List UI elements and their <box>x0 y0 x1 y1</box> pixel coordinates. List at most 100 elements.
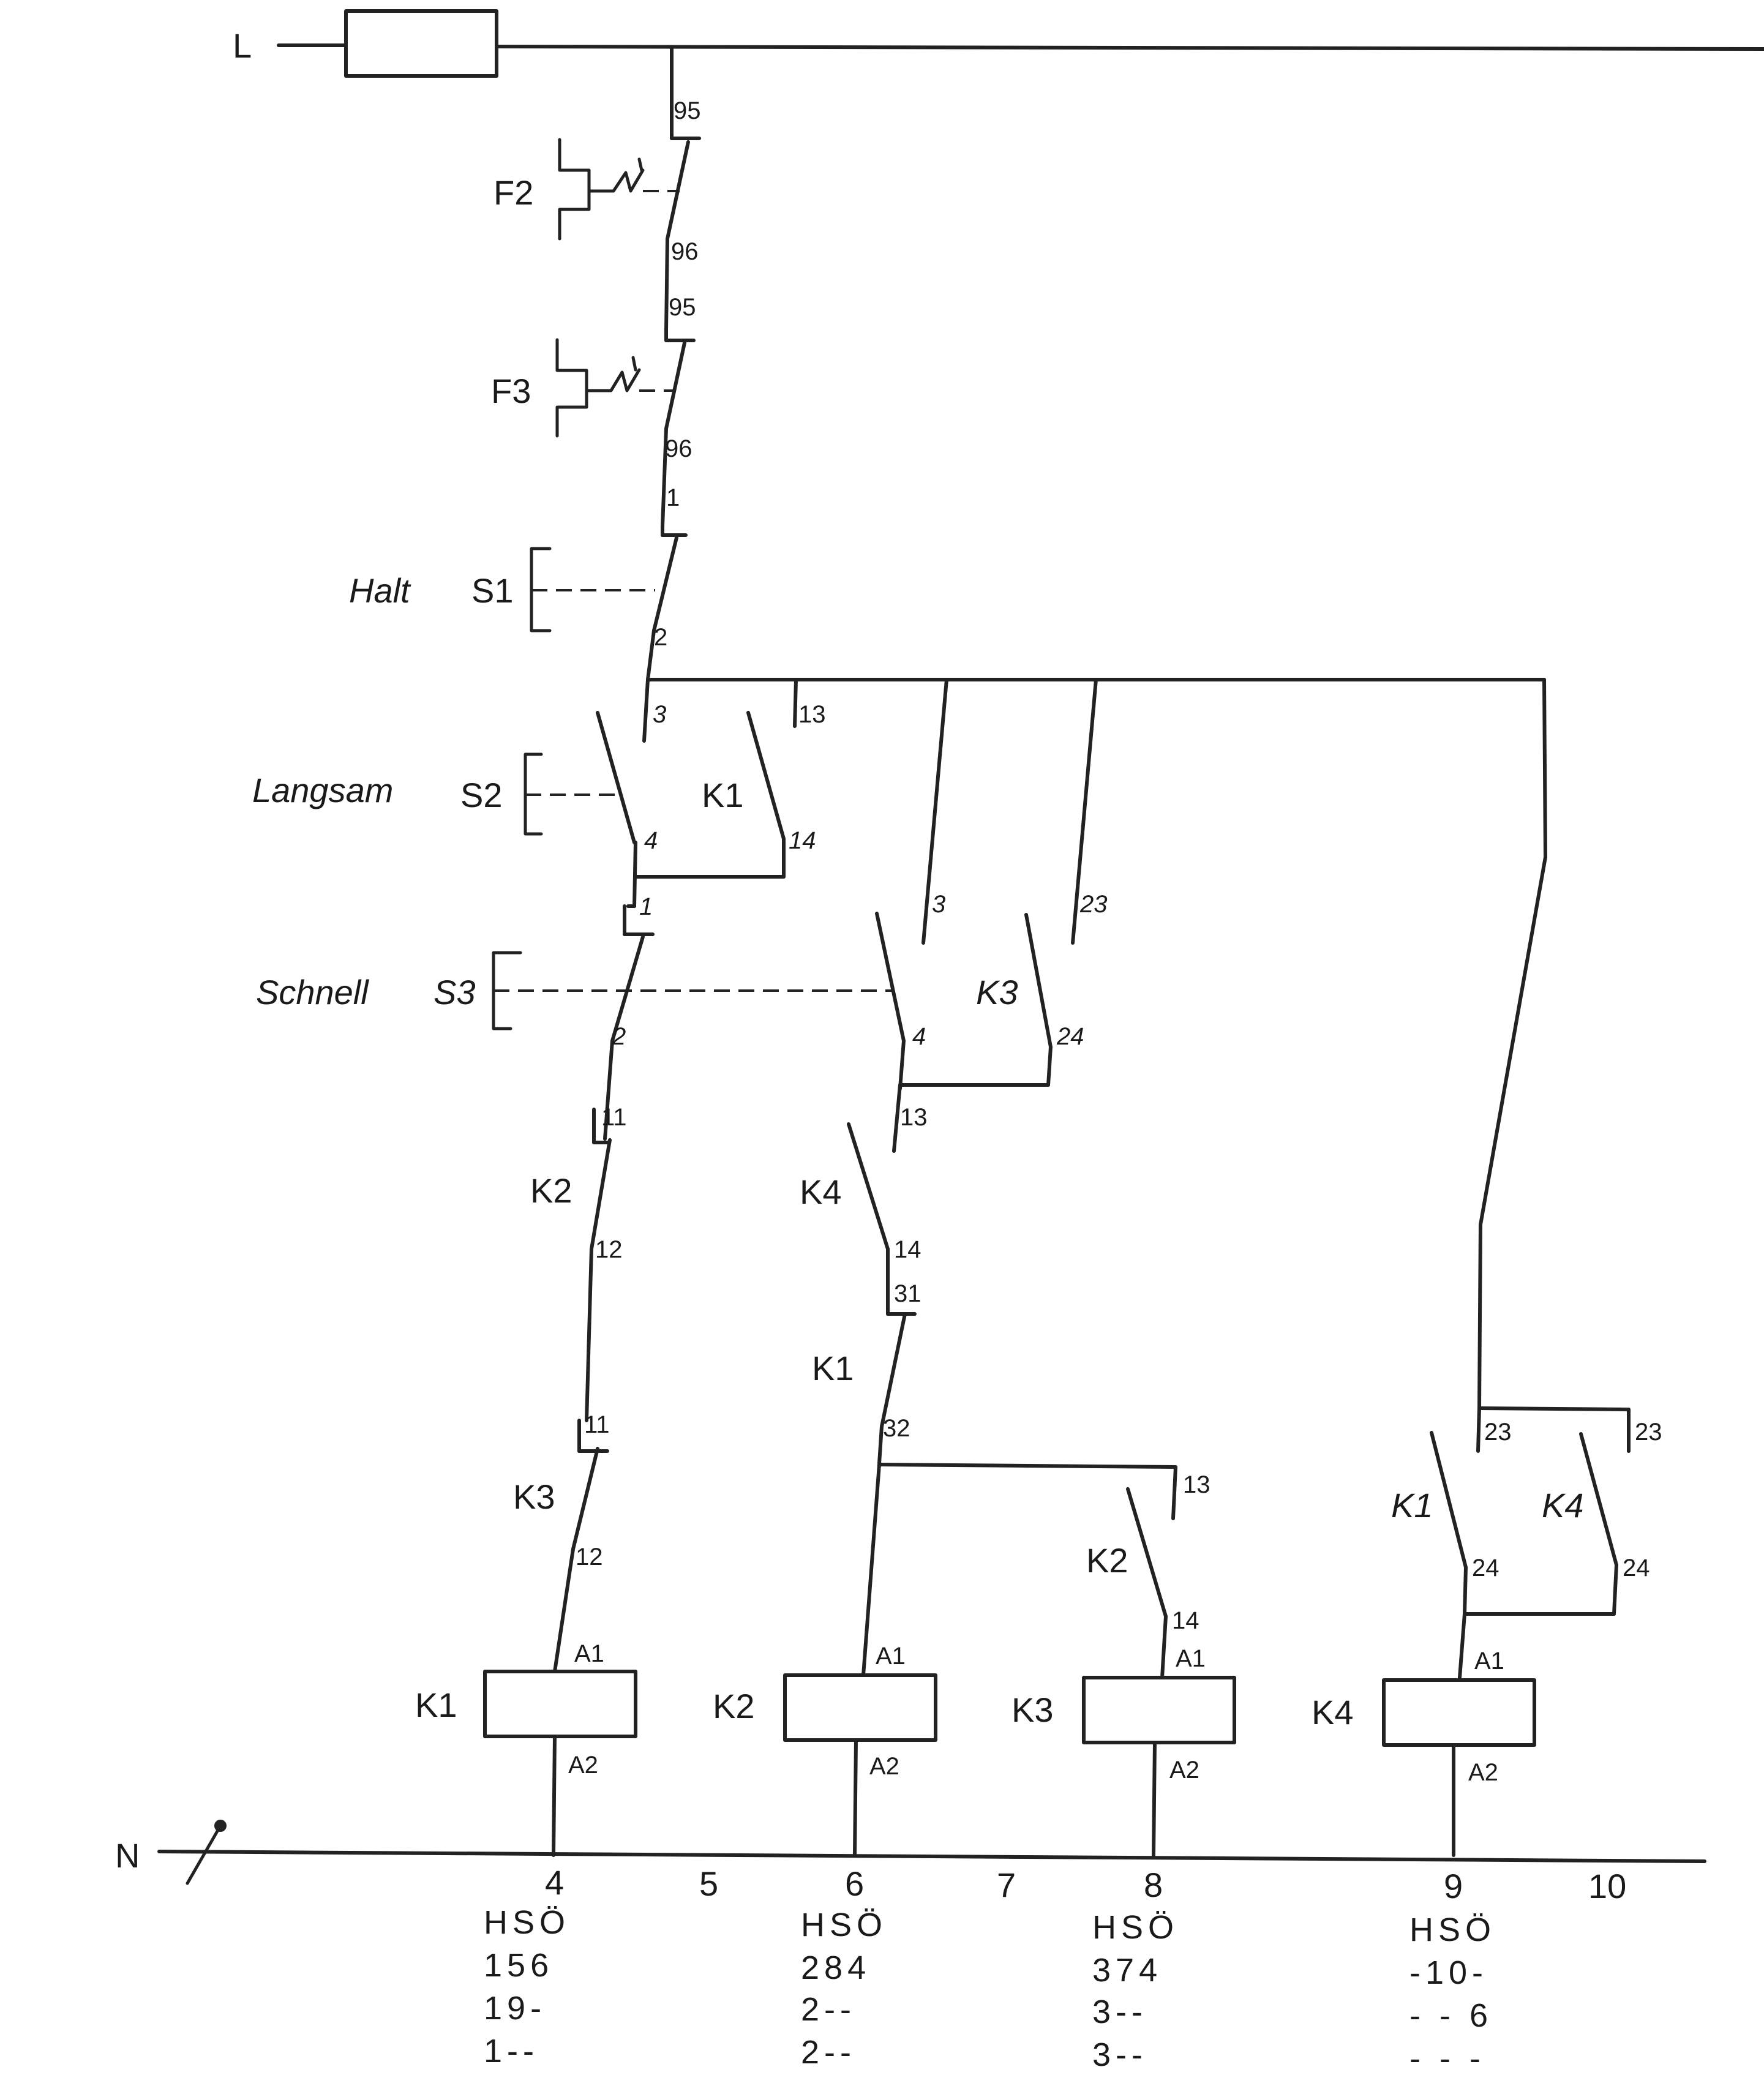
path-number: 6 <box>845 1864 864 1903</box>
k1-hold-tag: K1 <box>702 776 744 814</box>
neutral-rail: N <box>115 1820 1706 1885</box>
table-row: 284 <box>801 1949 871 1986</box>
path-number: 7 <box>997 1866 1016 1904</box>
k1-no-contact: K1 23 24 <box>1391 1406 1631 1679</box>
k1-no-terminal-top: 23 <box>1484 1419 1512 1446</box>
path-numbers: 4 5 6 7 8 9 10 <box>545 1863 1626 1905</box>
coil-k1-tag: K1 <box>415 1686 457 1724</box>
coil-k4: K4 A1 A2 <box>1312 1648 1536 1857</box>
protection-chain <box>646 46 701 681</box>
k3-nc-tag: K3 <box>513 1477 555 1516</box>
distribution-bus <box>642 678 1547 1410</box>
table-row: - - - <box>1409 2040 1485 2077</box>
s3-schnell-button: Schnell S3 1 2 <box>256 893 894 1141</box>
line-label: L <box>233 26 252 65</box>
coil-k2-a2: A2 <box>869 1753 899 1780</box>
k2-no-terminal-bottom: 14 <box>1172 1607 1199 1634</box>
k4-holding-contact: K4 23 24 <box>1463 1419 1662 1616</box>
path-number: 5 <box>699 1864 718 1903</box>
s1-name: Halt <box>349 571 411 610</box>
coil-k2-tag: K2 <box>713 1687 755 1725</box>
k1-hold-terminal-top: 13 <box>798 701 826 728</box>
k4-hold-tag: K4 <box>1542 1486 1584 1525</box>
line-rail: L <box>233 9 1764 78</box>
table-row: - - 6 <box>1409 1997 1493 2034</box>
table-header: HSÖ <box>484 1904 570 1941</box>
f3-tag: F3 <box>491 372 531 410</box>
contact-table-k3: HSÖ 374 3-- 3-- <box>1092 1909 1179 2073</box>
table-row: 19- <box>484 1990 546 2027</box>
s2-name: Langsam <box>252 771 393 809</box>
table-row: 3-- <box>1092 2036 1147 2073</box>
table-row: 374 <box>1092 1952 1162 1989</box>
k1-no-tag: K1 <box>1391 1486 1433 1525</box>
f3-thermal-overload: F3 95 96 <box>491 294 696 462</box>
s3-no-terminal-bottom: 4 <box>912 1023 926 1050</box>
coil-k3-a2: A2 <box>1169 1757 1199 1784</box>
k3-nc-interlock: K3 11 12 <box>513 1411 610 1673</box>
k2-nc-interlock: K2 11 12 <box>530 1104 627 1422</box>
s1-tag: S1 <box>471 571 514 610</box>
f2-terminal-top: 95 <box>674 97 701 124</box>
table-row: 2-- <box>801 1991 856 2028</box>
f3-terminal-bottom: 96 <box>665 435 692 462</box>
coil-k1-a2: A2 <box>568 1752 598 1779</box>
coil-k3: K3 A1 A2 <box>1011 1645 1236 1857</box>
s1-terminal-top: 1 <box>666 484 680 511</box>
f2-tag: F2 <box>494 173 533 212</box>
k2-nc-terminal-bottom: 12 <box>595 1236 623 1263</box>
k3-holding-contact: K3 23 24 <box>892 891 1108 1153</box>
k4-hold-terminal-bottom: 24 <box>1623 1555 1650 1581</box>
k2-no-contact: K2 13 14 <box>1086 1465 1210 1679</box>
s2-langsam-button: Langsam S2 3 4 <box>252 701 666 854</box>
f2-thermal-overload: F2 95 96 <box>494 97 701 265</box>
k4-no-tag: K4 <box>800 1172 842 1211</box>
coil-k3-a1: A1 <box>1176 1645 1206 1672</box>
s1-terminal-bottom: 2 <box>654 624 667 651</box>
k1-nc-tag: K1 <box>812 1349 854 1387</box>
table-header: HSÖ <box>1409 1912 1496 1948</box>
f2-terminal-bottom: 96 <box>671 238 699 265</box>
table-row: 156 <box>484 1947 554 1984</box>
k2-nc-tag: K2 <box>530 1171 572 1210</box>
f3-terminal-top: 95 <box>669 294 696 321</box>
table-row: 2-- <box>801 2034 856 2071</box>
table-header: HSÖ <box>801 1907 887 1943</box>
k2-no-tag: K2 <box>1086 1541 1128 1580</box>
s1-halt-button: Halt S1 1 2 <box>349 484 680 651</box>
table-row: 3-- <box>1092 1994 1147 2030</box>
contact-table-k4: HSÖ -10- - - 6 - - - <box>1409 1912 1496 2077</box>
s3-no-contact: 3 4 <box>875 891 945 1090</box>
contact-table-k1: HSÖ 156 19- 1-- <box>484 1904 570 2069</box>
path-number: 9 <box>1444 1867 1463 1905</box>
k3-nc-terminal-bottom: 12 <box>576 1544 603 1570</box>
s3-tag: S3 <box>433 973 476 1011</box>
s3-no-terminal-top: 3 <box>932 891 945 918</box>
k2-nc-terminal-top: 11 <box>601 1104 627 1131</box>
k1-hold-terminal-bottom: 14 <box>789 827 816 854</box>
k1-nc-terminal-top: 31 <box>894 1280 921 1307</box>
path-number: 4 <box>545 1863 564 1902</box>
table-row: 1-- <box>484 2033 539 2069</box>
coil-k1: K1 A1 A2 <box>415 1640 637 1857</box>
coil-k4-a1: A1 <box>1474 1648 1504 1675</box>
k1-no-terminal-bottom: 24 <box>1472 1555 1499 1581</box>
s2-tag: S2 <box>460 776 503 814</box>
k4-hold-terminal-top: 23 <box>1635 1419 1662 1446</box>
k3-hold-terminal-bottom: 24 <box>1056 1023 1084 1050</box>
neutral-label: N <box>115 1836 140 1875</box>
path-number: 10 <box>1588 1867 1626 1905</box>
fuse-symbol <box>344 9 498 78</box>
ground-dot <box>214 1820 227 1832</box>
coil-k1-a1: A1 <box>574 1640 604 1667</box>
table-header: HSÖ <box>1092 1909 1179 1946</box>
coil-k4-tag: K4 <box>1312 1693 1354 1731</box>
s2-terminal-top: 3 <box>653 701 666 728</box>
k4-no-terminal-bottom: 14 <box>894 1236 921 1263</box>
k1-holding-contact: K1 13 14 <box>632 701 826 908</box>
k1-nc-interlock: K1 31 32 <box>812 1280 1177 1677</box>
k3-hold-tag: K3 <box>976 973 1018 1011</box>
coil-k2: K2 A1 A2 <box>713 1643 937 1857</box>
s3-terminal-bottom: 2 <box>612 1023 626 1050</box>
k1-nc-terminal-bottom: 32 <box>883 1415 910 1442</box>
